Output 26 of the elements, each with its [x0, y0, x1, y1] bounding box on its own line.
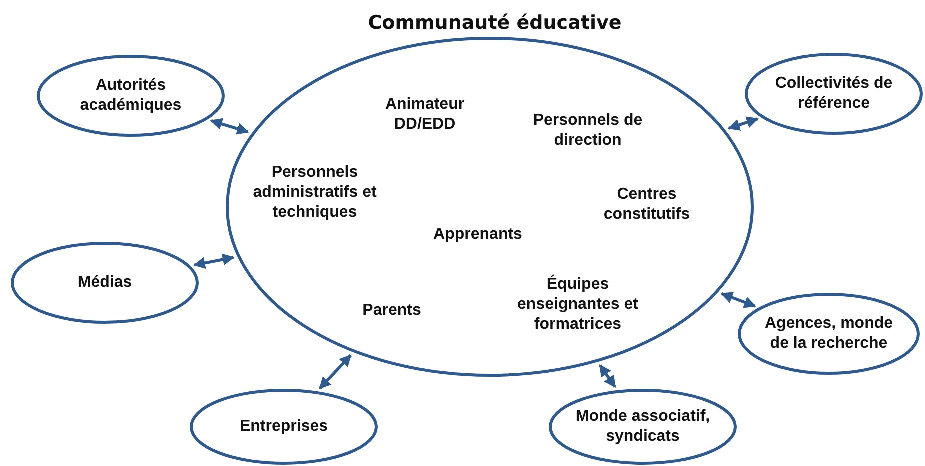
node-label: Animateur DD/EDD	[384, 95, 466, 135]
partner-ellipse	[190, 389, 378, 465]
partner-ellipse	[37, 55, 225, 137]
double-arrow	[210, 118, 250, 135]
partner-ellipse	[549, 389, 737, 465]
node-label: Personnels de direction	[532, 111, 644, 151]
double-arrow	[318, 354, 352, 390]
heading: Communauté éducative	[367, 13, 623, 33]
partner-ellipse	[745, 53, 923, 135]
double-arrow	[720, 292, 756, 308]
node-label: Parents	[362, 301, 422, 321]
double-arrow	[728, 116, 759, 131]
partner-ellipse	[11, 242, 199, 324]
node-label: Apprenants	[432, 225, 524, 245]
double-arrow	[193, 254, 235, 270]
node-label: Personnels administratifs et techniques	[252, 163, 378, 223]
node-label: Entreprises	[238, 417, 330, 437]
node-label: Autorités académiques	[79, 76, 183, 116]
node-label: Monde associatif, syndicats	[574, 407, 712, 447]
double-arrow	[598, 364, 616, 388]
node-label: Médias	[76, 273, 134, 293]
node-label: Agences, monde de la recherche	[764, 314, 894, 354]
node-label: Collectivités de référence	[774, 74, 894, 114]
node-label: Équipes enseignantes et formatrices	[516, 275, 640, 335]
node-label: Centres constitutifs	[602, 185, 692, 225]
partner-ellipse	[738, 293, 920, 375]
